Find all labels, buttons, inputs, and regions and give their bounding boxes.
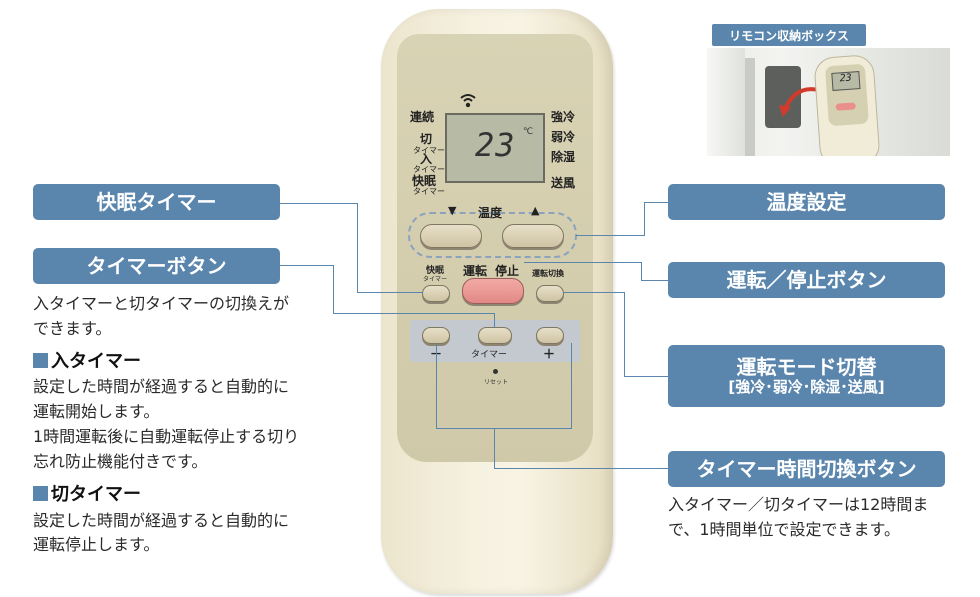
connector-line bbox=[641, 280, 668, 281]
remote-label-fan: 送風 bbox=[551, 176, 576, 190]
wifi-signal-icon bbox=[460, 94, 476, 108]
inset-lcd: 23 bbox=[831, 71, 861, 91]
temp-up-button[interactable] bbox=[502, 224, 564, 248]
remote-label-kaimin-timer: タイマー bbox=[413, 187, 445, 196]
desc-off-timer-body: 設定した時間が経過すると自動的に運転停止します。 bbox=[33, 510, 290, 555]
timer-plus-button[interactable] bbox=[536, 327, 564, 344]
inset-remote: 23 bbox=[813, 54, 881, 156]
remote-label-off-timer: タイマー bbox=[413, 146, 445, 155]
label-run-stop: 運転／停止ボタン bbox=[668, 262, 945, 298]
bullet-square-icon bbox=[33, 352, 48, 368]
desc-on-timer-body1: 設定した時間が経過すると自動的に運転開始します。 bbox=[33, 377, 290, 422]
temp-up-arrow-icon: ▲ bbox=[531, 204, 540, 217]
wall-frame bbox=[745, 58, 755, 156]
run-label: 運転 bbox=[463, 264, 488, 278]
desc-off-timer-head-text: 切タイマー bbox=[51, 483, 141, 505]
lcd-display: 23 ℃ bbox=[445, 113, 545, 183]
temp-down-arrow-icon: ▼ bbox=[448, 204, 457, 217]
right-description: 入タイマー／切タイマーは12時間まで、1時間単位で設定できます。 bbox=[668, 495, 929, 539]
kaimin-button-label: 快眠 bbox=[426, 266, 445, 276]
lcd-unit: ℃ bbox=[523, 127, 534, 137]
reset-label: リセット bbox=[484, 379, 509, 386]
plus-label: ＋ bbox=[543, 347, 556, 361]
label-timer-hours: タイマー時間切換ボタン bbox=[668, 451, 945, 487]
desc-intro: 入タイマーと切タイマーの切換えができます。 bbox=[33, 294, 290, 338]
run-stop-button[interactable] bbox=[462, 278, 524, 304]
connector-line bbox=[624, 292, 625, 377]
desc-on-timer-body2: 1時間運転後に自動運転停止する切り忘れ防止機能付きです。 bbox=[33, 427, 300, 471]
connector-line bbox=[436, 428, 572, 429]
remote-label-on-timer: タイマー bbox=[413, 165, 445, 174]
left-description: 入タイマーと切タイマーの切換えができます。 入タイマー 設定した時間が経過すると… bbox=[33, 292, 303, 558]
remote-label-dehumidify: 除湿 bbox=[551, 150, 576, 164]
mode-switch-button[interactable] bbox=[536, 285, 564, 302]
label-mode-switch-title: 運転モード切替 bbox=[736, 354, 877, 379]
remote-label-off: 切 bbox=[420, 132, 433, 146]
connector-line bbox=[644, 202, 645, 236]
wall-panel bbox=[707, 48, 745, 156]
connector-line bbox=[280, 203, 358, 204]
timer-minus-button[interactable] bbox=[422, 327, 450, 344]
label-timer-button: タイマーボタン bbox=[33, 248, 280, 284]
kaimin-button-sublabel: タイマー bbox=[423, 276, 448, 283]
connector-line bbox=[641, 262, 642, 280]
connector-line bbox=[644, 202, 668, 203]
connector-line bbox=[494, 313, 495, 328]
label-temp-setting: 温度設定 bbox=[668, 184, 945, 220]
connector-line bbox=[576, 235, 645, 236]
reset-hole[interactable] bbox=[493, 369, 498, 374]
desc-on-timer-head-text: 入タイマー bbox=[51, 350, 141, 372]
remote-label-kaimin: 快眠 bbox=[412, 174, 437, 188]
inset-photo: 23 bbox=[707, 48, 950, 156]
temp-label: 温度 bbox=[478, 206, 503, 220]
connector-line bbox=[357, 292, 423, 293]
connector-line bbox=[280, 265, 334, 266]
connector-line bbox=[333, 265, 334, 314]
connector-line bbox=[563, 292, 625, 293]
inset-title: リモコン収納ボックス bbox=[712, 24, 866, 46]
label-mode-switch: 運転モード切替 [強冷･弱冷･除湿･送風] bbox=[668, 345, 945, 407]
bullet-square-icon bbox=[33, 485, 48, 501]
connector-line bbox=[436, 343, 437, 429]
mode-button-label: 運転切換 bbox=[532, 269, 564, 278]
stop-label: 停止 bbox=[495, 264, 520, 278]
remote-label-strong-cool: 強冷 bbox=[551, 110, 576, 124]
timer-button[interactable] bbox=[478, 327, 512, 344]
connector-line bbox=[494, 468, 668, 469]
timer-label: タイマー bbox=[471, 350, 508, 360]
connector-line bbox=[494, 428, 495, 469]
lcd-temperature: 23 bbox=[475, 126, 516, 164]
label-kaimin-timer: 快眠タイマー bbox=[33, 184, 280, 220]
connector-line bbox=[524, 262, 642, 263]
remote-label-on: 入 bbox=[420, 152, 433, 166]
connector-line bbox=[624, 376, 668, 377]
label-mode-switch-sub: [強冷･弱冷･除湿･送風] bbox=[728, 377, 885, 396]
desc-on-timer-head: 入タイマー bbox=[33, 348, 303, 376]
connector-line bbox=[571, 343, 572, 429]
temp-down-button[interactable] bbox=[420, 224, 482, 248]
connector-line bbox=[357, 203, 358, 293]
kaimin-timer-button[interactable] bbox=[422, 285, 450, 302]
remote-label-weak-cool: 弱冷 bbox=[551, 130, 576, 144]
desc-off-timer-head: 切タイマー bbox=[33, 481, 303, 509]
remote-label-continuous: 連続 bbox=[410, 110, 435, 124]
inset-run-button bbox=[835, 102, 856, 111]
connector-line bbox=[333, 313, 495, 314]
